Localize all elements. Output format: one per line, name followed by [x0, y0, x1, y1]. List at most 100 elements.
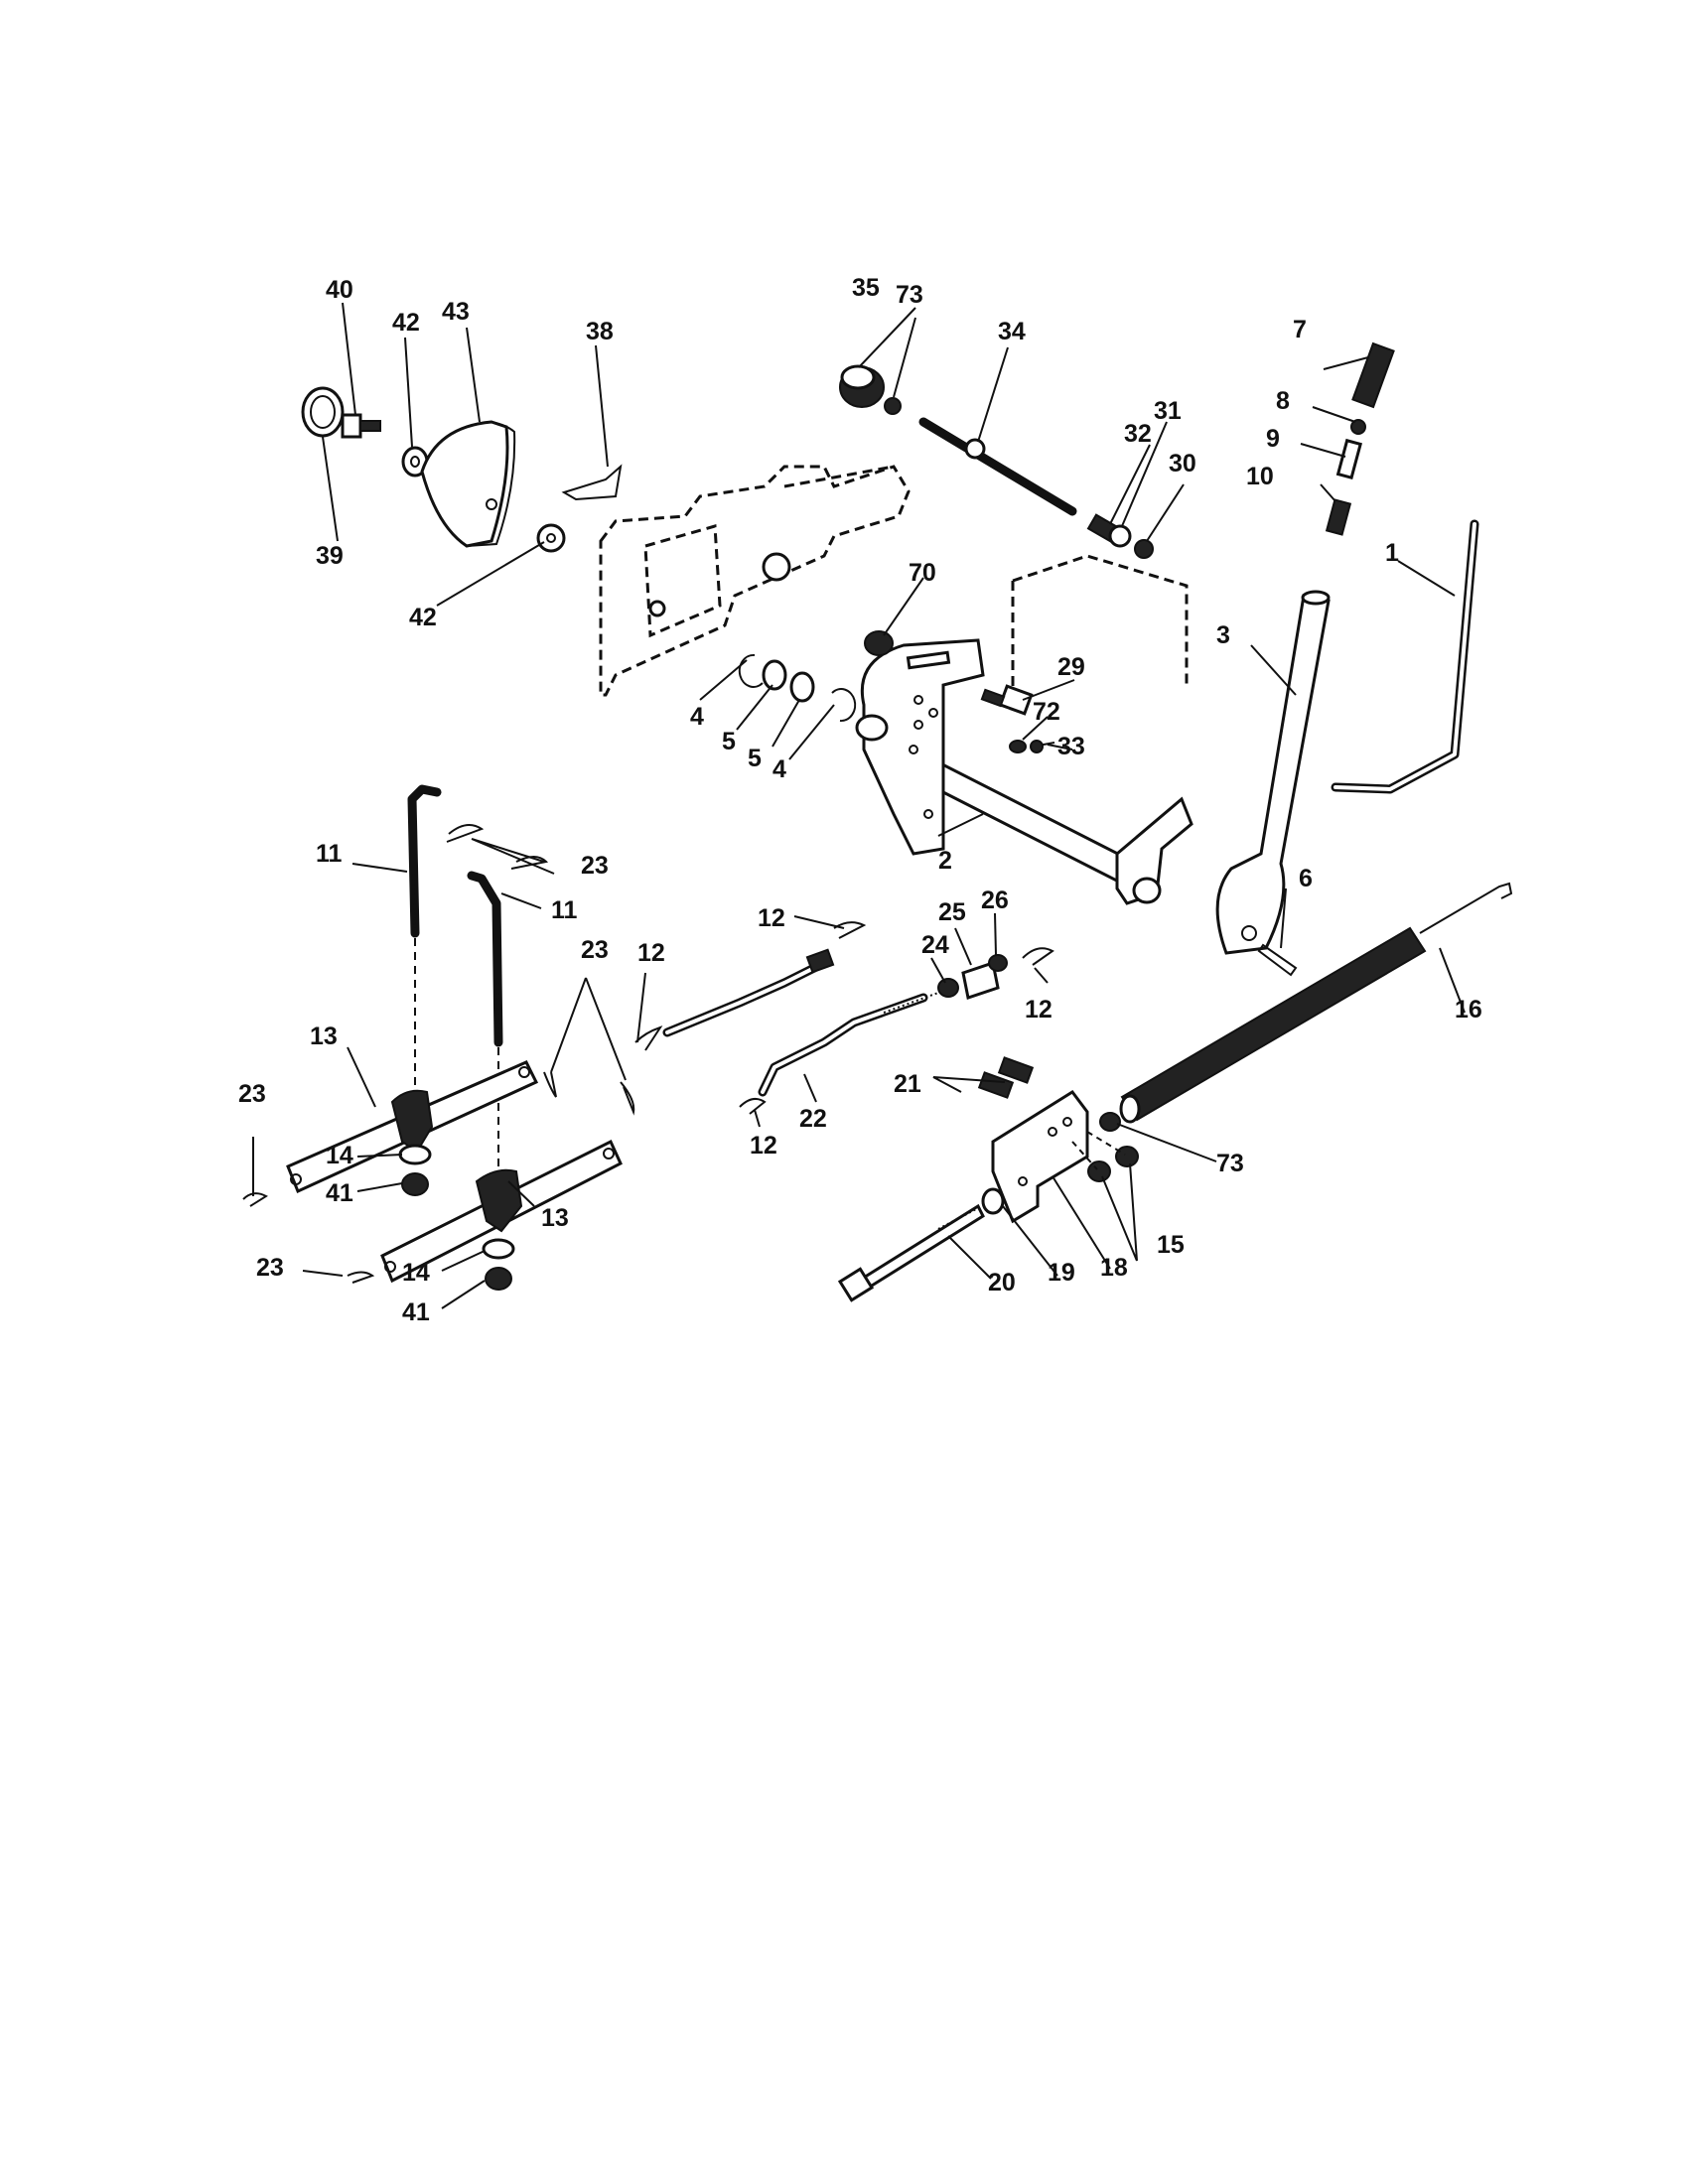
callout: 12 [758, 904, 785, 932]
lift-arm-13a [286, 1060, 539, 1194]
rod-11a [407, 784, 442, 938]
callout: 32 [1124, 420, 1152, 448]
leader-lines [252, 302, 1466, 1309]
rod-12-link [634, 921, 867, 1051]
washer-72 [1009, 740, 1027, 753]
bolt-21b [997, 1056, 1035, 1084]
callout-labels: 1 2 3 4 4 5 5 6 7 8 9 10 11 11 12 12 12 … [238, 274, 1482, 1326]
callout: 21 [894, 1070, 921, 1098]
bracket-43 [420, 420, 516, 548]
callout: 8 [1276, 387, 1290, 415]
callout: 26 [981, 887, 1009, 914]
lift-arm-13b [380, 1139, 623, 1284]
callout: 42 [392, 309, 420, 337]
ring-4a [738, 653, 764, 688]
ring-4b [831, 688, 857, 723]
callout: 3 [1216, 621, 1230, 649]
callout: 10 [1246, 463, 1274, 490]
callout: 41 [326, 1179, 353, 1207]
callout: 72 [1033, 698, 1060, 726]
callout: 25 [938, 898, 966, 926]
callout: 22 [799, 1105, 827, 1133]
nut-15a [1087, 1160, 1111, 1182]
callout: 42 [409, 604, 437, 631]
frame-outline [599, 465, 1189, 697]
callout: 12 [750, 1132, 777, 1160]
ring-5a [762, 659, 787, 691]
pin-9 [1335, 438, 1362, 480]
ball-8 [1350, 419, 1366, 435]
callout: 5 [722, 728, 736, 755]
washer-70 [864, 630, 894, 656]
lift-shaft-2 [855, 638, 1193, 905]
nut-73b [1099, 1112, 1121, 1132]
callout: 4 [690, 703, 704, 731]
callout: 40 [326, 276, 353, 304]
washer-14b [482, 1238, 515, 1260]
bolt-29 [980, 684, 1034, 716]
pin-38 [561, 464, 623, 501]
nut-30 [1134, 539, 1154, 559]
threaded-rod-34 [918, 417, 1077, 516]
callout: 31 [1154, 397, 1182, 425]
callout: 24 [921, 931, 949, 959]
callout: 19 [1048, 1259, 1075, 1287]
callout: 14 [326, 1142, 353, 1169]
callout: 6 [1299, 865, 1313, 892]
callout: 35 [852, 274, 880, 302]
nut-41a [401, 1172, 429, 1196]
nut-41b [485, 1267, 512, 1291]
callout: 2 [938, 847, 952, 875]
callout: 43 [442, 298, 470, 326]
nut-15b [1115, 1146, 1139, 1167]
callout: 34 [998, 318, 1026, 345]
washer-31 [1108, 524, 1132, 548]
callout: 23 [238, 1080, 266, 1108]
ring-5b [789, 671, 815, 703]
callout: 33 [1057, 733, 1085, 760]
callout: 39 [316, 542, 344, 570]
callout: 12 [1025, 996, 1052, 1024]
callout: 4 [772, 755, 786, 783]
callout: 12 [637, 939, 665, 967]
callout: 13 [310, 1023, 338, 1050]
parts-drawing [242, 341, 1513, 1302]
bolt-40 [341, 413, 381, 439]
callout: 29 [1057, 653, 1085, 681]
clips-23 [242, 824, 635, 1284]
callout: 23 [256, 1254, 284, 1282]
pin-6 [1257, 943, 1298, 977]
washer-14a [398, 1144, 432, 1165]
nut-24 [937, 978, 959, 998]
rod-1 [1331, 519, 1479, 794]
ring-39 [301, 386, 345, 438]
callout: 73 [896, 281, 923, 309]
clip-12-right [1022, 947, 1054, 966]
callout: 14 [402, 1259, 430, 1287]
callout: 11 [551, 896, 578, 924]
nut-26 [988, 954, 1008, 972]
nut-73 [884, 397, 902, 415]
rod-22 [739, 992, 939, 1115]
callout: 20 [988, 1269, 1016, 1297]
callout: 23 [581, 936, 609, 964]
lift-handle-3 [1215, 590, 1331, 955]
rod-11b [467, 871, 503, 1047]
callout: 23 [581, 852, 609, 880]
washer-42b [536, 523, 566, 553]
callout: 15 [1157, 1231, 1185, 1259]
block-25 [961, 961, 1000, 1000]
callout: 1 [1385, 539, 1399, 567]
callout: 16 [1455, 996, 1482, 1024]
bracket-18 [991, 1089, 1089, 1224]
knob-35 [839, 364, 885, 408]
callout: 13 [541, 1204, 569, 1232]
callout: 7 [1293, 316, 1307, 343]
callout: 5 [748, 745, 762, 772]
callout: 11 [316, 840, 343, 868]
grip-7 [1351, 341, 1395, 409]
callout: 38 [586, 318, 614, 345]
callout: 70 [909, 559, 936, 587]
callout: 41 [402, 1298, 430, 1326]
